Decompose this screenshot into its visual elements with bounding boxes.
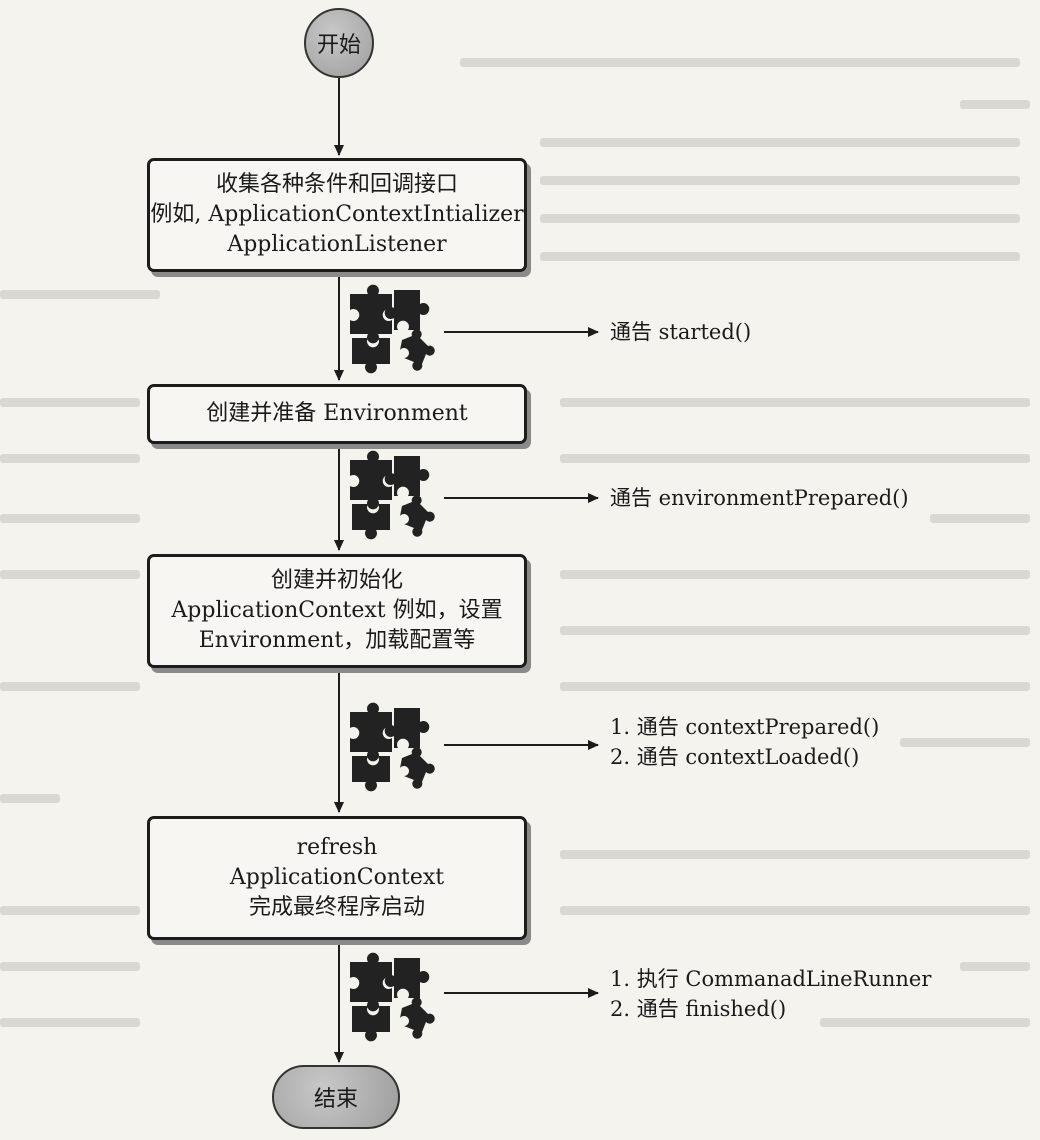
note-line: 2. 通告 finished()	[610, 997, 787, 1021]
start-node: 开始	[304, 8, 374, 78]
step-line: 例如, ApplicationContextIntializer	[150, 202, 524, 227]
start-label: 开始	[316, 33, 361, 58]
step-refresh-context: refresh ApplicationContext 完成最终程序启动	[147, 816, 527, 940]
step-line: refresh	[296, 835, 378, 860]
step-line: 创建并初始化	[270, 568, 403, 593]
step-create-application-context: 创建并初始化 ApplicationContext 例如，设置 Environm…	[147, 554, 527, 668]
step-create-environment: 创建并准备 Environment	[147, 384, 527, 444]
note-line: 1. 通告 contextPrepared()	[610, 715, 880, 739]
note-line: 1. 执行 CommanadLineRunner	[610, 967, 932, 991]
note-environment-prepared: 通告 environmentPrepared()	[610, 483, 909, 513]
note-started: 通告 started()	[610, 317, 751, 347]
step-collect-conditions: 收集各种条件和回调接口 例如, ApplicationContextIntial…	[147, 158, 527, 272]
end-label: 结束	[313, 1087, 358, 1112]
step-line: 完成最终程序启动	[248, 895, 425, 920]
puzzle-icon	[350, 284, 435, 374]
step-line: 创建并准备 Environment	[206, 401, 468, 426]
step-line: 收集各种条件和回调接口	[215, 172, 458, 197]
puzzle-icon	[350, 702, 435, 792]
puzzle-icon	[350, 952, 435, 1042]
step-line: ApplicationContext	[229, 865, 445, 890]
step-line: ApplicationListener	[227, 232, 447, 257]
end-node: 结束	[272, 1065, 400, 1129]
step-line: ApplicationContext 例如，设置	[171, 598, 503, 623]
note-runner-finished: 1. 执行 CommanadLineRunner 2. 通告 finished(…	[610, 964, 931, 1024]
note-context-prepared-loaded: 1. 通告 contextPrepared() 2. 通告 contextLoa…	[610, 712, 879, 772]
note-line: 通告 started()	[610, 320, 752, 344]
puzzle-icon	[350, 450, 435, 540]
note-line: 通告 environmentPrepared()	[610, 486, 909, 510]
step-line: Environment，加载配置等	[198, 628, 476, 653]
note-line: 2. 通告 contextLoaded()	[610, 745, 860, 769]
